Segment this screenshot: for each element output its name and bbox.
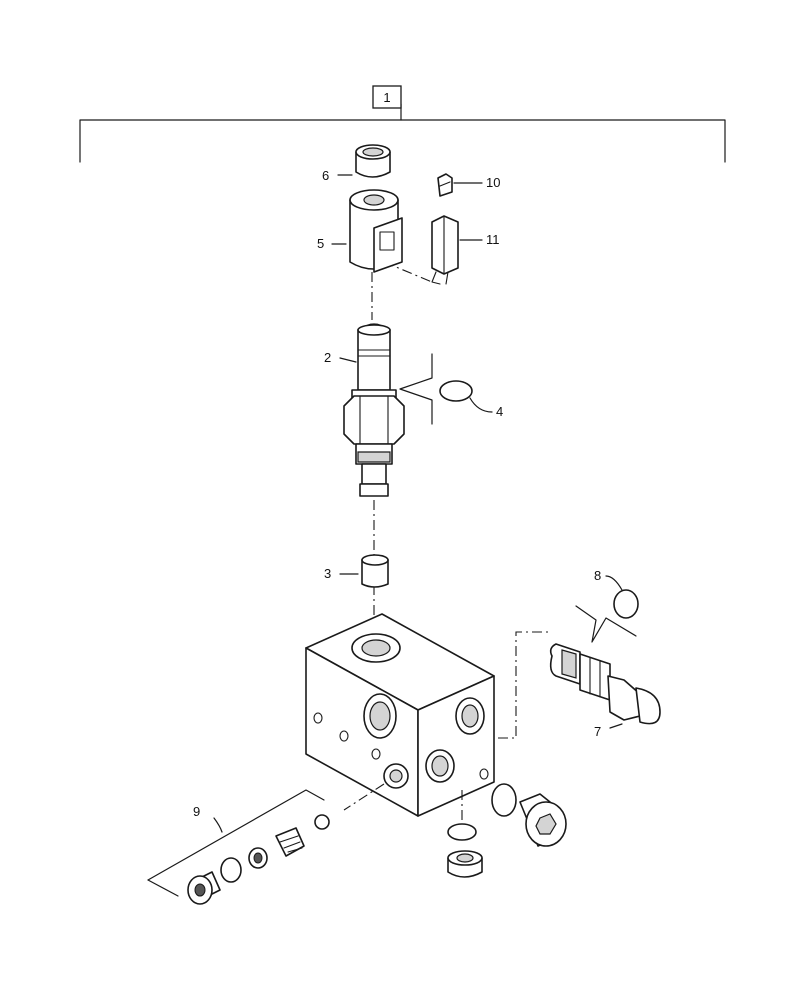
coil-nut: 6 (322, 144, 391, 183)
callout-1: 1 (383, 90, 390, 105)
callout-2: 2 (324, 350, 331, 365)
callout-6: 6 (322, 168, 329, 183)
assembly-bracket: 1 (79, 85, 726, 163)
callout-11: 11 (486, 232, 500, 247)
callout-7: 7 (594, 724, 601, 739)
connector-lock: 10 (437, 173, 500, 197)
relief-cartridge: 7 (498, 631, 661, 739)
check-valve-kit: 9 (147, 783, 385, 905)
sleeve: 3 (324, 554, 389, 588)
electrical-connector: 11 (431, 215, 500, 285)
callout-9: 9 (193, 804, 200, 819)
o-ring-8: 8 (575, 568, 639, 643)
port-plug-right (461, 783, 567, 847)
callout-10: 10 (486, 175, 500, 190)
callout-8: 8 (594, 568, 601, 583)
callout-4: 4 (496, 404, 503, 419)
solenoid-coil: 5 (317, 189, 403, 273)
port-plug-bottom (447, 823, 483, 878)
cartridge-valve: 2 (324, 323, 405, 497)
callout-3: 3 (324, 566, 331, 581)
callout-5: 5 (317, 236, 324, 251)
valve-block (305, 613, 495, 817)
o-ring-4: 4 (399, 353, 503, 425)
